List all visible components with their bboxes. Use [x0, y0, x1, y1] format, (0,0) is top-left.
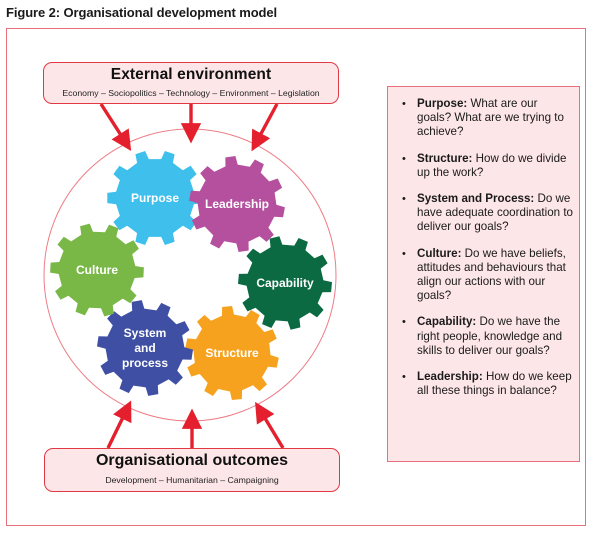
arrow-env-right — [251, 103, 279, 152]
question-text: Do we have beliefs, attitudes and behavi… — [417, 246, 566, 303]
arrow-env-left — [99, 103, 132, 152]
figure-frame — [6, 28, 586, 526]
gear-system-and-process-label: System — [124, 326, 167, 340]
questions-panel: • Purpose: What are our goals? What are w… — [387, 86, 580, 462]
gear-capability-shape — [238, 236, 332, 330]
question-item-system-and-process: • System and Process: Do we have adequate… — [402, 192, 573, 235]
gear-structure: Structure — [185, 306, 279, 400]
organisational-outcomes-title: Organisational outcomes — [95, 452, 289, 469]
bullet-icon: • — [402, 371, 406, 384]
arrow-out-right — [255, 401, 285, 449]
questions-list: • Purpose: What are our goals? What are w… — [388, 87, 579, 398]
question-term: Leadership: — [417, 370, 483, 384]
gear-purpose-label: Purpose — [131, 191, 179, 205]
question-text: Do we have the right people, knowledge a… — [417, 315, 563, 357]
gear-leadership-shape — [189, 156, 285, 252]
organisational-outcomes-box: Organisational outcomes Development – Hu… — [44, 448, 340, 492]
bullet-icon: • — [402, 152, 406, 165]
gear-culture-shape — [50, 223, 144, 317]
gear-structure-label: Structure — [205, 346, 259, 360]
question-text: How do we keep all these things in balan… — [417, 370, 572, 398]
gear-system-and-process-label: process — [122, 356, 168, 370]
question-text: Do we have adequate coordination to deli… — [417, 192, 573, 234]
question-term: Purpose: — [417, 97, 468, 110]
gear-culture: Culture — [50, 223, 144, 317]
gear-leadership-label: Leadership — [205, 197, 269, 211]
bullet-icon: • — [402, 98, 406, 110]
bullet-icon: • — [402, 316, 406, 329]
arrows-group — [99, 103, 285, 449]
gear-system-and-process-shape — [97, 300, 193, 396]
question-item-structure: • Structure: How do we divide up the work… — [402, 152, 573, 180]
gear-capability-label: Capability — [256, 276, 314, 290]
bullet-icon: • — [402, 247, 406, 260]
gear-system-and-process-label: and — [134, 341, 155, 355]
gear-capability: Capability — [238, 236, 332, 330]
gear-purpose-shape — [107, 151, 203, 245]
organisational-outcomes-types: Development – Humanitarian – Campaigning — [105, 475, 279, 485]
question-text: How do we divide up the work? — [417, 151, 567, 179]
question-text: What are our goals? What are we trying t… — [417, 97, 564, 139]
bullet-icon: • — [402, 193, 406, 206]
figure-title: Figure 2: Organisational development mod… — [6, 5, 278, 20]
question-term: Capability: — [417, 315, 477, 329]
question-item-capability: • Capability: Do we have the right people… — [402, 315, 573, 358]
question-item-leadership: • Leadership: How do we keep all these th… — [402, 370, 573, 398]
question-item-culture: • Culture: Do we have beliefs, attitudes … — [402, 247, 573, 304]
external-environment-factors: Economy – Sociopolitics – Technology – E… — [62, 88, 320, 98]
arrow-out-left — [106, 400, 132, 449]
question-item-purpose: • Purpose: What are our goals? What are w… — [402, 97, 573, 140]
gear-leadership: Leadership — [189, 156, 285, 252]
gear-culture-label: Culture — [76, 263, 118, 277]
external-environment-box: External environment Economy – Sociopoli… — [43, 62, 339, 104]
external-environment-title: External environment — [110, 66, 272, 83]
question-term: Structure: — [417, 151, 473, 165]
question-term: Culture: — [417, 246, 462, 260]
question-term: System and Process: — [417, 192, 535, 206]
gear-structure-shape — [185, 306, 279, 400]
gear-purpose: Purpose — [107, 151, 203, 245]
